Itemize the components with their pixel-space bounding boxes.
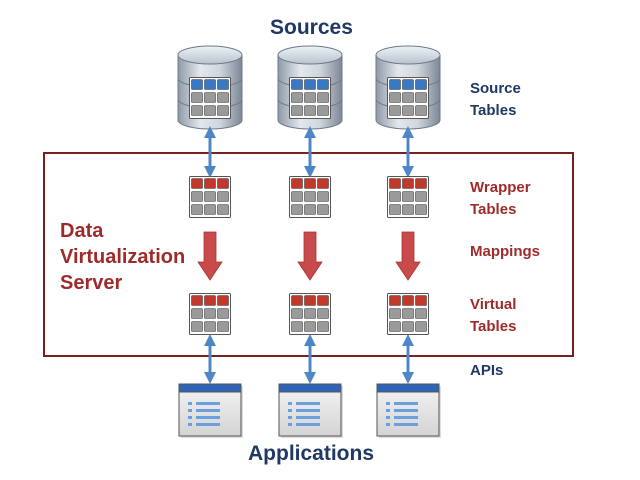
virtual-table-icon-2 xyxy=(289,293,331,335)
server-label-line-3: Server xyxy=(60,272,123,294)
wrapper-tables-label-line-1: Wrapper xyxy=(470,179,531,196)
server-label-line-2: Virtualization xyxy=(60,246,186,268)
mappings-label: Mappings xyxy=(470,243,540,260)
source-tables-label-line-2: Tables xyxy=(470,102,517,119)
server-label: Data Virtualization Server xyxy=(60,218,185,296)
application-window-icon-1 xyxy=(178,383,243,438)
virtual-tables-label-line-2: Tables xyxy=(470,318,517,335)
source-table-grid-icon xyxy=(387,77,429,119)
sources-title: Sources xyxy=(270,16,353,39)
wrapper-table-icon-3 xyxy=(387,176,429,218)
source-tables-label-line-1: Source xyxy=(470,80,521,97)
source-database-icon-3 xyxy=(375,45,441,130)
application-window-icon-3 xyxy=(376,383,441,438)
virtual-tables-label: Virtual Tables xyxy=(470,294,516,338)
virtual-table-icon-3 xyxy=(387,293,429,335)
application-window-icon-2 xyxy=(278,383,343,438)
server-label-line-1: Data xyxy=(60,220,104,242)
virtual-table-icon-1 xyxy=(189,293,231,335)
apis-label: APIs xyxy=(470,362,504,379)
source-table-grid-icon xyxy=(189,77,231,119)
wrapper-table-icon-2 xyxy=(289,176,331,218)
source-database-icon-1 xyxy=(177,45,243,130)
wrapper-tables-label: Wrapper Tables xyxy=(470,177,531,221)
source-tables-label: Source Tables xyxy=(470,78,521,122)
mapping-arrow-down-icon-2 xyxy=(297,231,323,281)
mapping-arrow-down-icon-1 xyxy=(197,231,223,281)
applications-title: Applications xyxy=(248,442,375,465)
wrapper-table-icon-1 xyxy=(189,176,231,218)
wrapper-tables-label-line-2: Tables xyxy=(470,201,517,218)
source-table-grid-icon xyxy=(289,77,331,119)
source-database-icon-2 xyxy=(277,45,343,130)
mapping-arrow-down-icon-3 xyxy=(395,231,421,281)
virtual-tables-label-line-1: Virtual xyxy=(470,296,517,313)
